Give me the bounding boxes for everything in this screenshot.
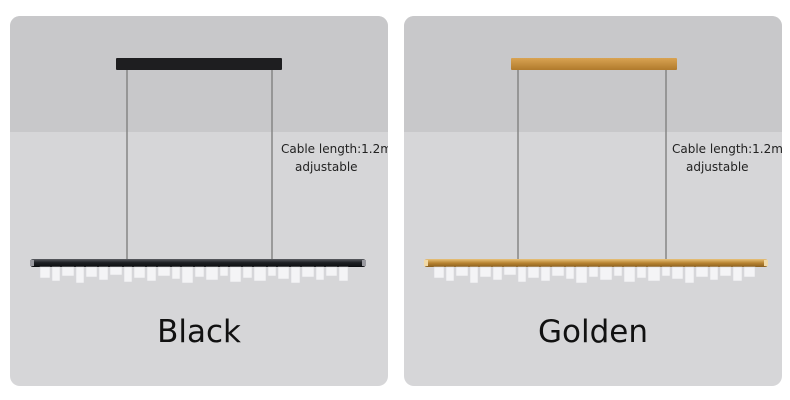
- pendant-lamp-golden-icon: [424, 58, 768, 284]
- cable-length-text: Cable length:1.2m: [281, 142, 388, 156]
- adjustable-text: adjustable: [686, 160, 749, 174]
- color-label-black: Black: [157, 314, 241, 350]
- light-tube: [30, 259, 366, 267]
- light-tube: [424, 259, 768, 267]
- canopy-bar: [116, 58, 282, 70]
- adjustable-text: adjustable: [295, 160, 358, 174]
- cable-length-note: Cable length:1.2m adjustable: [672, 140, 782, 176]
- crystal-strip: [433, 266, 756, 284]
- product-variant-black: Cable length:1.2m adjustable Black: [10, 16, 388, 386]
- cable-length-text: Cable length:1.2m: [672, 142, 782, 156]
- color-label-golden: Golden: [538, 314, 648, 350]
- product-variant-golden: Cable length:1.2m adjustable Golden: [404, 16, 782, 386]
- pendant-lamp-black-icon: [30, 58, 366, 284]
- crystal-strip: [39, 266, 349, 284]
- cable-length-note: Cable length:1.2m adjustable: [281, 140, 388, 176]
- canopy-bar: [511, 58, 677, 70]
- ceiling-backdrop: [10, 16, 388, 132]
- ceiling-backdrop: [404, 16, 782, 132]
